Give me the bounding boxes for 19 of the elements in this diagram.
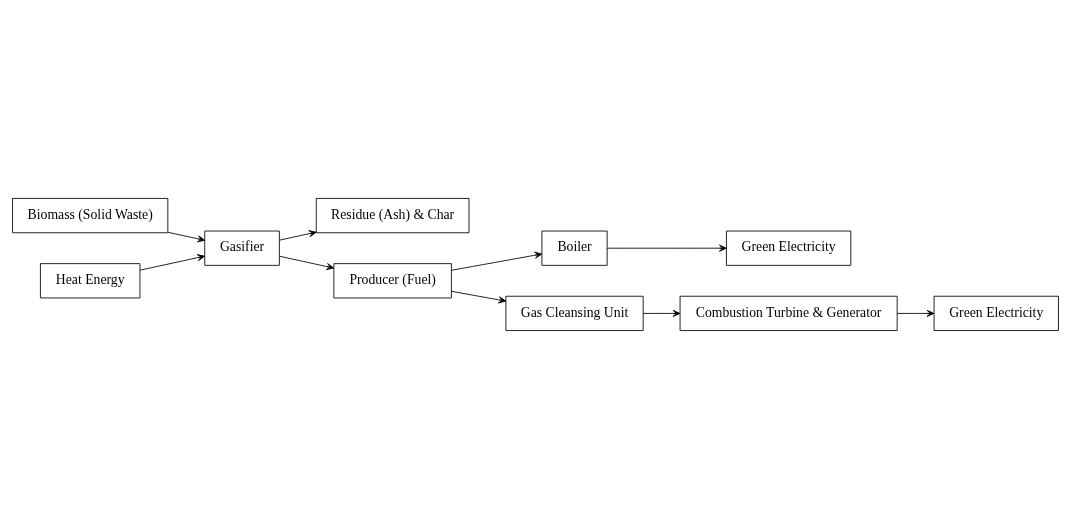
node-box: Green Electricity [933,295,1059,331]
node-box: Gasifier [204,230,280,266]
node-box: Producer (Fuel) [333,263,452,299]
arrow [643,309,681,317]
node-box: Gas Cleansing Unit [505,295,644,331]
arrow [451,251,543,271]
node-box: Heat Energy [40,263,141,299]
arrow [896,309,935,317]
arrow [279,255,335,271]
arrow [139,254,205,271]
node-box: Biomass (Solid Waste) [12,198,169,234]
arrow [606,244,727,252]
node-box: Green Electricity [726,230,852,266]
arrow [451,290,507,304]
arrow [279,230,317,241]
node-box: Residue (Ash) & Char [315,198,470,234]
node-box: Boiler [541,230,608,266]
arrow [167,231,206,243]
node-box: Combustion Turbine & Generator [679,295,898,331]
